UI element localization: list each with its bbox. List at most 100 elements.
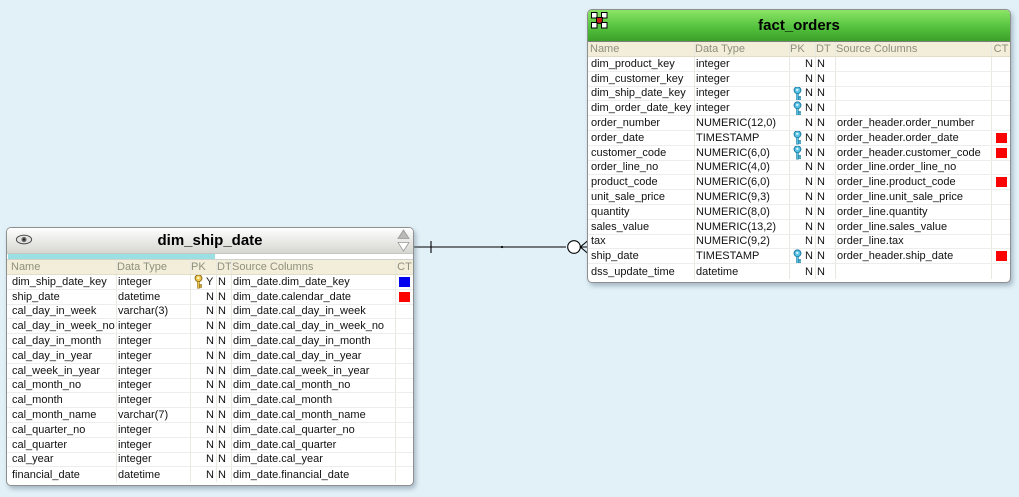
entity-header-fact-orders[interactable]: fact_orders	[588, 10, 1010, 42]
source-column	[836, 71, 992, 86]
primary-key-icon	[194, 275, 202, 289]
column-datatype: TIMESTAMP	[695, 249, 790, 264]
ct-blue-square	[399, 276, 410, 287]
eye-icon[interactable]	[15, 234, 33, 245]
key-cell	[790, 161, 804, 175]
ct-cell	[396, 364, 413, 378]
key-cell	[790, 130, 804, 145]
column-datatype: NUMERIC(13,2)	[695, 219, 790, 234]
dt-flag: N	[816, 145, 836, 160]
pk-flag: N	[205, 467, 217, 483]
dt-flag: N	[217, 319, 232, 334]
pk-flag: N	[804, 190, 816, 204]
foreign-key-icon	[793, 86, 801, 101]
scroll-arrows[interactable]	[397, 228, 410, 253]
column-datatype: NUMERIC(12,0)	[695, 116, 790, 130]
scrollbar-thumb[interactable]	[8, 254, 216, 259]
key-cell	[790, 86, 804, 101]
pk-flag: N	[804, 101, 816, 116]
ct-cell	[992, 57, 1010, 71]
pk-flag: N	[804, 249, 816, 264]
column-datatype: NUMERIC(4,0)	[695, 160, 790, 175]
source-column: dim_date.cal_month	[232, 393, 396, 408]
horizontal-scrollbar[interactable]	[7, 254, 413, 260]
column-header-pk: PK	[191, 260, 217, 274]
column-datatype: NUMERIC(6,0)	[695, 145, 790, 160]
column-datatype: integer	[117, 378, 191, 393]
ct-red-square	[995, 147, 1007, 158]
column-name: cal_month_no	[11, 378, 117, 393]
column-name: dss_update_time	[590, 264, 695, 279]
pk-flag: N	[205, 408, 217, 422]
ct-cell	[992, 131, 1010, 145]
relationship-connector[interactable]	[410, 235, 592, 261]
key-cell	[191, 393, 205, 407]
ct-cell	[992, 72, 1010, 86]
dt-flag: N	[217, 452, 232, 467]
ct-cell	[396, 379, 413, 393]
pk-flag: N	[804, 160, 816, 175]
source-column: order_line.product_code	[836, 175, 992, 190]
column-datatype: datetime	[695, 264, 790, 279]
dt-flag: N	[816, 204, 836, 219]
column-header-source-columns: Source Columns	[836, 42, 992, 56]
key-cell	[191, 453, 205, 467]
dt-flag: N	[816, 175, 836, 190]
fact-table-icon	[591, 12, 608, 29]
ct-red-square	[995, 251, 1007, 262]
key-cell	[790, 101, 804, 116]
column-header-ct: CT	[397, 261, 412, 273]
dt-flag: N	[816, 264, 836, 279]
dt-flag: N	[217, 378, 232, 393]
source-column: dim_date.cal_day_in_week_no	[232, 319, 396, 334]
entity-header-dim-ship-date[interactable]: dim_ship_date	[7, 228, 413, 254]
key-cell	[790, 249, 804, 264]
ct-red-square	[995, 132, 1007, 143]
column-name: financial_date	[11, 467, 117, 483]
ct-cell	[992, 190, 1010, 204]
ct-cell	[396, 275, 413, 289]
pk-flag: N	[804, 57, 816, 71]
pk-flag: N	[205, 348, 217, 363]
source-column: dim_date.cal_day_in_month	[232, 334, 396, 348]
column-datatype: integer	[117, 437, 191, 452]
source-column: dim_date.cal_day_in_week	[232, 304, 396, 319]
key-cell	[790, 220, 804, 234]
column-header-dt: DT	[816, 42, 836, 56]
column-name: dim_product_key	[590, 57, 695, 71]
column-name: customer_code	[590, 145, 695, 160]
source-column: dim_date.cal_day_in_year	[232, 348, 396, 363]
